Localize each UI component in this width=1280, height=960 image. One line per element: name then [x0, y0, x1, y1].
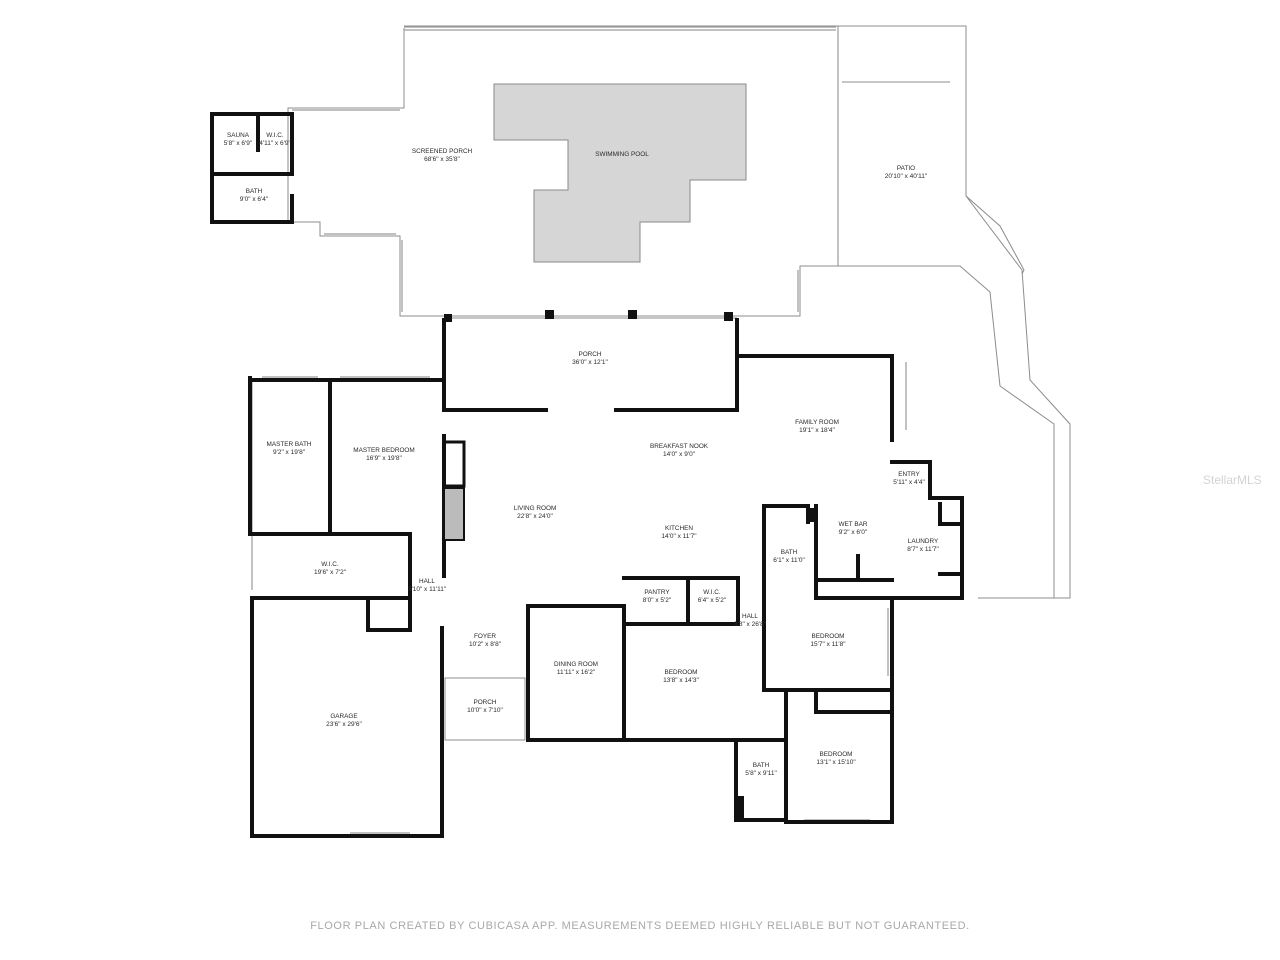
room-dimensions: 8'0" x 5'2" [643, 597, 672, 604]
room-name: SAUNA [227, 132, 250, 139]
room-name: FOYER [474, 633, 496, 640]
room-name: BATH [781, 549, 798, 556]
room-name: DINING ROOM [554, 661, 598, 668]
room-dimensions: 22'8" x 24'0" [517, 513, 553, 520]
room-name: PANTRY [644, 589, 670, 596]
room-dimensions: 14'0" x 11'7" [661, 533, 697, 540]
room-dimensions: 6'4" x 5'2" [698, 597, 727, 604]
room-name: BEDROOM [811, 633, 844, 640]
room-dimensions: 5'8" x 6'9" [224, 140, 253, 147]
room-name: GARAGE [330, 713, 357, 720]
room-dimensions: 10'0" x 7'10" [467, 707, 503, 714]
room-dimensions: 13'1" x 15'10" [816, 759, 856, 766]
room-name: MASTER BEDROOM [353, 447, 414, 454]
room-dimensions: 3'10" x 11'11" [408, 586, 447, 593]
room-labels: SCREENED PORCH 68'6" x 35'8" SWIMMING PO… [224, 132, 940, 777]
room-name: W.I.C. [703, 589, 721, 596]
room-dimensions: 6'1" x 11'0" [773, 557, 805, 564]
room-name: BATH [246, 188, 263, 195]
room-name: BEDROOM [664, 669, 697, 676]
walls [210, 112, 964, 838]
room-name: MASTER BATH [267, 441, 312, 448]
room-name: FAMILY ROOM [795, 419, 839, 426]
room-name: PORCH [473, 699, 496, 706]
room-name: W.I.C. [321, 561, 339, 568]
room-dimensions: 5'8" x 9'11" [745, 770, 777, 777]
fixtures [442, 310, 816, 820]
room-name: LAUNDRY [908, 538, 939, 545]
room-dimensions: 4'11" x 6'9" [259, 140, 291, 147]
room-name: LIVING ROOM [514, 505, 557, 512]
room-dimensions: 9'2" x 6'0" [839, 529, 868, 536]
room-name: PORCH [578, 351, 601, 358]
room-dimensions: 68'6" x 35'8" [424, 156, 460, 163]
room-name: ENTRY [898, 471, 920, 478]
room-dimensions: 9'2" x 19'8" [273, 449, 306, 456]
screened-porch-outline [287, 25, 839, 317]
room-dimensions: 36'0" x 12'1" [572, 359, 608, 366]
room-name: W.I.C. [266, 132, 284, 139]
room-dimensions: 23'6" x 29'6" [326, 721, 362, 728]
room-name: BEDROOM [819, 751, 852, 758]
front-porch-outline [444, 677, 526, 741]
room-name: KITCHEN [665, 525, 693, 532]
room-dimensions: 15'7" x 11'8" [810, 641, 846, 648]
floor-plan-disclaimer: FLOOR PLAN CREATED BY CUBICASA APP. MEAS… [310, 920, 970, 932]
room-dimensions: 19'6" x 7'2" [314, 569, 347, 576]
room-dimensions: 5'11" x 4'4" [893, 479, 925, 486]
patio-outline [838, 25, 1071, 599]
room-dimensions: 3'8" x 26'8" [734, 621, 767, 628]
room-dimensions: 11'11" x 16'2" [557, 669, 596, 676]
swimming-pool-shape [493, 83, 747, 263]
room-dimensions: 9'0" x 6'4" [240, 196, 269, 203]
room-dimensions: 20'10" x 40'11" [885, 173, 928, 180]
room-dimensions: 8'7" x 11'7" [907, 546, 939, 553]
room-dimensions: 14'0" x 9'0" [663, 451, 696, 458]
room-dimensions: 10'2" x 8'8" [469, 641, 502, 648]
room-name: SWIMMING POOL [595, 151, 649, 158]
room-name: PATIO [897, 165, 915, 172]
room-dimensions: 13'8" x 14'3" [663, 677, 699, 684]
room-name: SCREENED PORCH [412, 148, 473, 155]
watermark: StellarMLS [1203, 473, 1262, 487]
room-dimensions: 19'1" x 18'4" [799, 427, 835, 434]
outdoor-outlines [287, 25, 1071, 741]
room-name: HALL [742, 613, 758, 620]
room-name: WET BAR [839, 521, 868, 528]
room-name: HALL [419, 578, 435, 585]
room-name: BATH [753, 762, 770, 769]
room-dimensions: 16'9" x 19'8" [366, 455, 402, 462]
room-name: BREAKFAST NOOK [650, 443, 709, 450]
